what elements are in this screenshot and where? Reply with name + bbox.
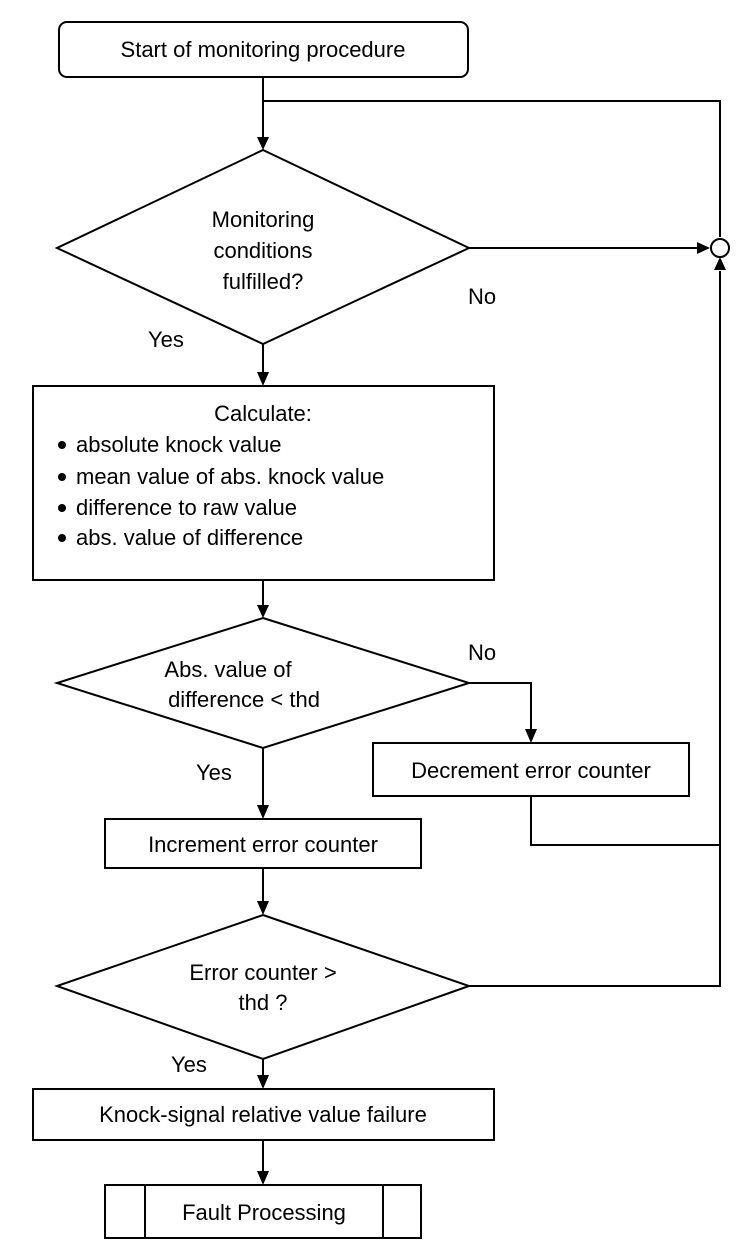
calculate-item: mean value of abs. knock value [76,464,384,489]
yes-label-counter: Yes [171,1052,207,1077]
start-label: Start of monitoring procedure [121,37,406,62]
decision-monitoring-conditions [54,148,472,346]
fault-processing-label: Fault Processing [182,1200,346,1225]
decrement-label: Decrement error counter [411,758,651,783]
decision-abs-difference [53,616,473,750]
decrement-process-box [372,742,690,797]
bullet-icon [58,534,66,542]
decision-monitoring-conditions-line-1: Monitoring [212,207,315,232]
no-label-conditions: No [468,284,496,309]
failure-process-box [32,1088,495,1141]
failure-label: Knock-signal relative value failure [99,1102,427,1127]
bullet-icon [58,504,66,512]
no-label-difference: No [468,640,496,665]
decision-abs-difference-line-2: difference < thd [168,687,320,712]
decision-error-counter [53,913,473,1061]
increment-process-box [104,818,422,869]
decision-monitoring-conditions-line-2: conditions [213,238,312,263]
connectors [262,77,721,1172]
fault-processing-box [104,1184,422,1239]
calculate-heading: Calculate: [214,401,312,426]
calculate-item: abs. value of difference [76,525,303,550]
calculate-item: absolute knock value [76,432,281,457]
junction-circle [710,238,730,258]
decision-monitoring-conditions-line-3: fulfilled? [223,269,304,294]
decision-error-counter-line-1: Error counter > [189,960,336,985]
decision-error-counter-line-2: thd ? [239,990,288,1015]
decision-abs-difference-line-1: Abs. value of [164,657,292,682]
bullet-icon [58,441,66,449]
calculate-item: difference to raw value [76,495,297,520]
increment-label: Increment error counter [148,832,378,857]
yes-label-conditions: Yes [148,327,184,352]
bullet-icon [58,473,66,481]
yes-label-difference: Yes [196,760,232,785]
start-terminal [58,21,469,78]
arrowheads [257,137,726,1185]
calculate-process-box [32,385,495,581]
